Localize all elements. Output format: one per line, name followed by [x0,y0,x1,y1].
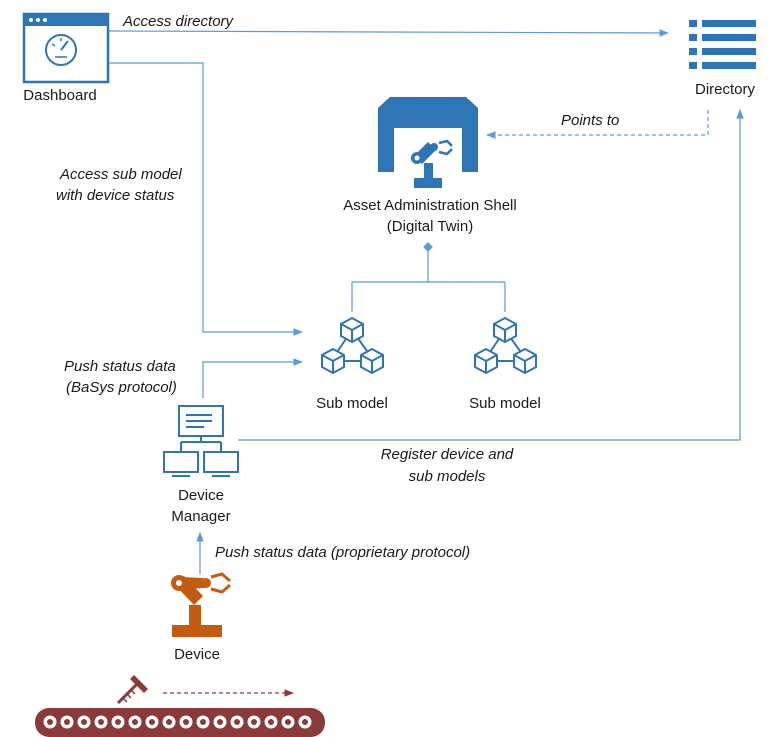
device-manager-label-line2: Manager [171,508,231,525]
edge-label-points-to: Points to [561,112,620,129]
robot-arm-icon [171,572,231,637]
dashboard-label: Dashboard [23,87,97,104]
aas-label-line1: Asset Administration Shell [343,197,517,214]
edge-register [238,109,744,441]
edge-label-register-line1: Register device and [380,446,514,463]
cubes-network-icon [474,316,537,375]
edge-label-access-directory: Access directory [123,13,234,30]
edge-label-register-line2: sub models [408,468,486,485]
edge-push-basys [202,358,303,398]
composition-connector [351,242,506,312]
edge-label-push-basys-line2: (BaSys protocol) [66,379,177,396]
edge-access-directory [107,29,669,37]
submodel-1-label: Sub model [316,395,388,412]
conveyor-belt-icon [35,708,325,737]
cubes-network-icon [321,316,384,375]
hammer-icon [116,675,148,705]
dashboard-window-icon [22,12,110,84]
edge-label-push-basys-line1: Push status data [64,358,176,375]
edge-label-access-submodel-line1: Access sub model [60,166,182,183]
aas-label-line2: (Digital Twin) [386,218,474,235]
directory-label: Directory [694,81,755,98]
submodel-2-label: Sub model [469,395,541,412]
device-manager-label-line1: Device [178,487,224,504]
edge-label-push-proprietary: Push status data (proprietary protocol) [215,544,471,561]
robot-arm-in-shell-icon [378,97,478,188]
edge-points-to [486,110,709,139]
edge-access-submodel [108,62,303,336]
list-icon [689,20,756,69]
computer-network-icon [163,405,239,477]
device-label: Device [174,646,220,663]
edge-label-access-submodel-line2: with device status [56,187,175,204]
